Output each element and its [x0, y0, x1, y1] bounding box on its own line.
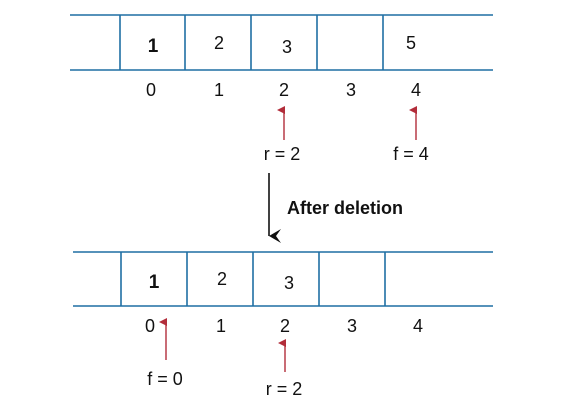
- queue-before-index: 1: [214, 80, 224, 100]
- front-pointer-label: f = 0: [147, 369, 183, 389]
- queue-before-cell: 3: [282, 37, 292, 57]
- queue-after: 1 2 3 0 1 2 3 4 f = 0 r = 2: [73, 251, 493, 399]
- queue-after-cell: 2: [217, 269, 227, 289]
- queue-before: 1 2 3 5 0 1 2 3 4 r = 2 f = 4: [70, 14, 493, 164]
- queue-before-index: 2: [279, 80, 289, 100]
- rear-pointer-label: r = 2: [264, 144, 301, 164]
- queue-after-cell: 1: [149, 272, 160, 293]
- queue-before-cell: 2: [214, 33, 224, 53]
- front-pointer-label: f = 4: [393, 144, 429, 164]
- queue-after-index: 0: [145, 316, 155, 336]
- queue-before-cell: 5: [406, 33, 416, 53]
- queue-before-cell: 1: [148, 36, 159, 57]
- queue-before-index: 3: [346, 80, 356, 100]
- queue-after-index: 3: [347, 316, 357, 336]
- queue-after-index: 4: [413, 316, 423, 336]
- queue-after-cell: 3: [284, 273, 294, 293]
- queue-after-index: 1: [216, 316, 226, 336]
- queue-before-index: 4: [411, 80, 421, 100]
- queue-before-index: 0: [146, 80, 156, 100]
- after-deletion-label: After deletion: [287, 198, 403, 218]
- transition: After deletion: [268, 173, 403, 243]
- rear-pointer-label: r = 2: [266, 379, 303, 399]
- queue-after-index: 2: [280, 316, 290, 336]
